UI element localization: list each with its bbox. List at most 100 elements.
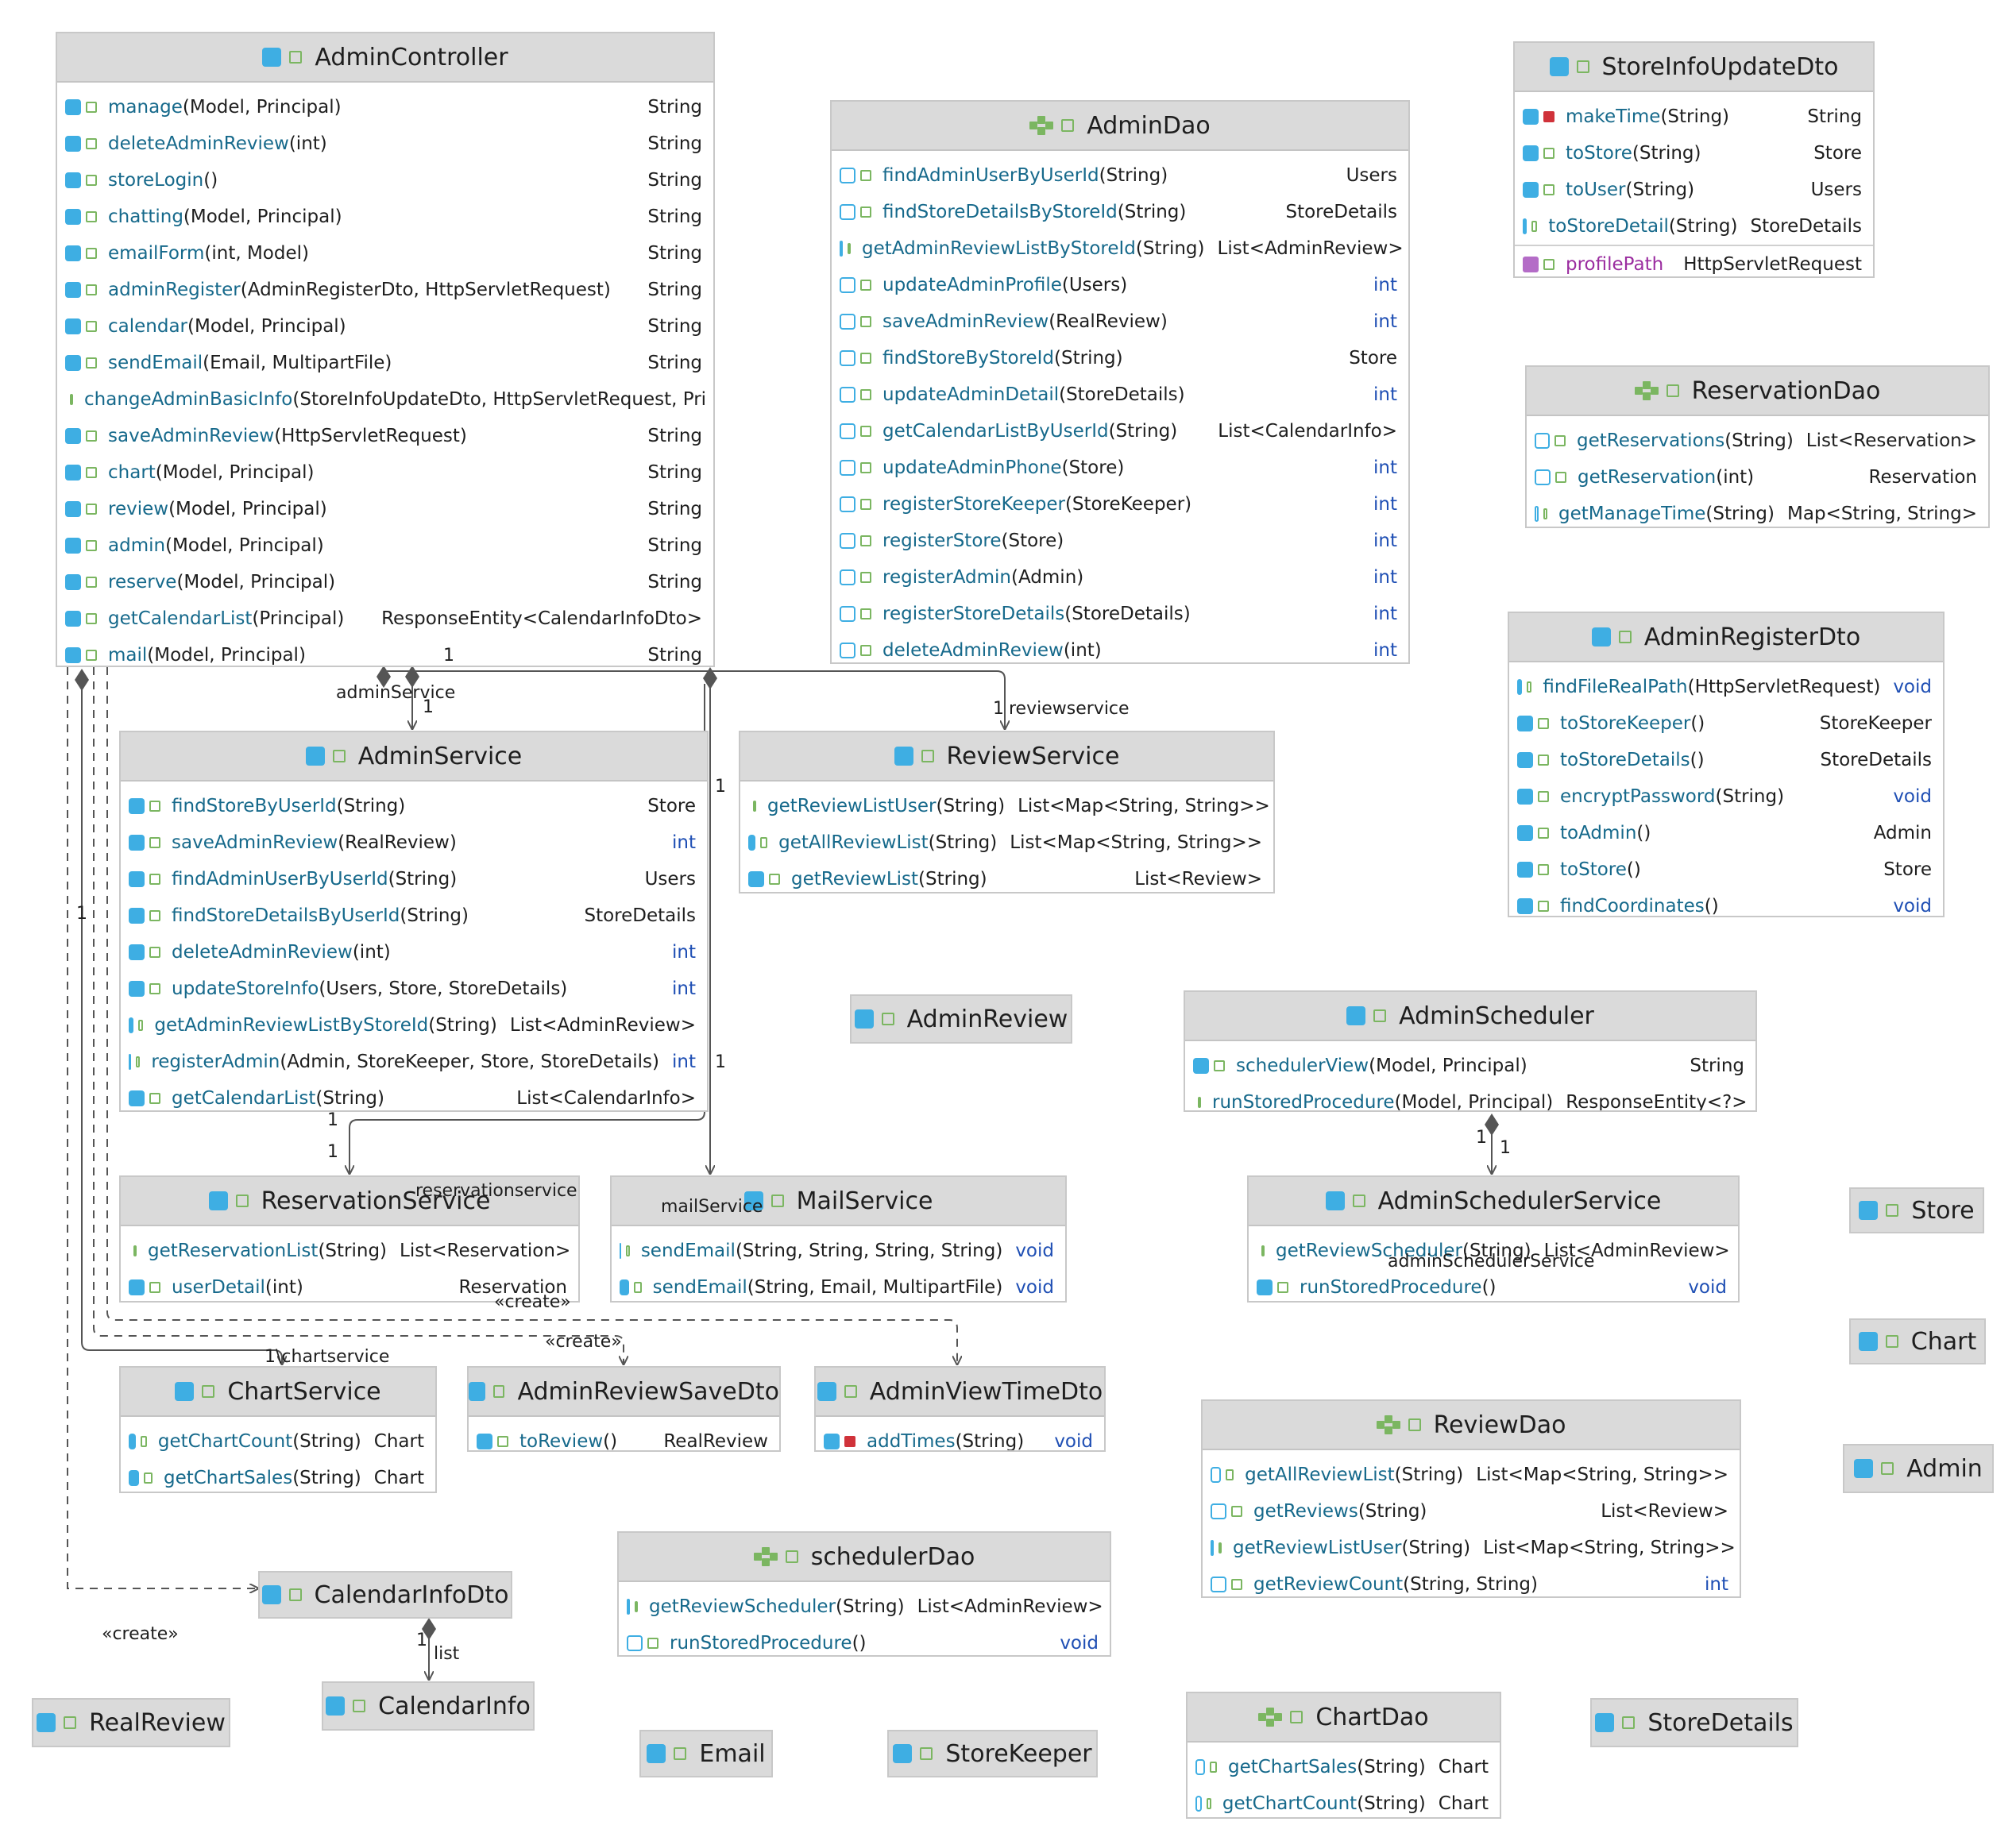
real-review-class-box[interactable]: RealReview xyxy=(32,1698,230,1747)
admin-service-class-box[interactable]: AdminService findStoreByUserId (String)St… xyxy=(119,731,709,1112)
method-row[interactable]: deleteAdminReview(int)int xyxy=(832,632,1408,662)
method-row[interactable]: findAdminUserByUserId (String)Users xyxy=(121,861,707,897)
method-row[interactable]: findStoreDetailsByStoreId (String)StoreD… xyxy=(832,194,1408,230)
class-header[interactable]: AdminReviewSaveDto xyxy=(469,1368,779,1417)
class-header[interactable]: RealReview xyxy=(33,1700,229,1746)
store-keeper-class-box[interactable]: StoreKeeper xyxy=(887,1730,1098,1777)
method-row[interactable]: deleteAdminReview(int)int xyxy=(121,934,707,971)
method-row[interactable]: makeTime(String)String xyxy=(1515,98,1873,135)
scheduler-dao-class-box[interactable]: schedulerDao getReviewScheduler(String)Li… xyxy=(617,1531,1111,1657)
method-row[interactable]: findAdminUserByUserId (String)Users xyxy=(832,157,1408,194)
method-row[interactable]: getManageTime(String)Map<String, String> xyxy=(1527,496,1988,527)
class-header[interactable]: ReservationDao xyxy=(1527,367,1988,416)
method-row[interactable]: getReservation(int)Reservation xyxy=(1527,459,1988,496)
class-header[interactable]: AdminService xyxy=(121,732,707,782)
method-row[interactable]: findStoreDetailsByUserId (String)StoreDe… xyxy=(121,897,707,934)
method-row[interactable]: getReservations(String)List<Reservation> xyxy=(1527,423,1988,459)
method-row[interactable]: toStoreDetail(String)StoreDetails xyxy=(1515,208,1873,245)
method-row[interactable]: updateAdminProfile(Users)int xyxy=(832,267,1408,303)
email-class-box[interactable]: Email xyxy=(639,1730,773,1777)
method-row[interactable]: userDetail(int)Reservation xyxy=(121,1269,578,1301)
admin-review-class-box[interactable]: AdminReview xyxy=(850,994,1072,1044)
method-row[interactable]: getCalendarListByUserId (String)List<Cal… xyxy=(832,413,1408,450)
method-row[interactable]: mail(Model, Principal)String xyxy=(57,637,713,666)
class-header[interactable]: Email xyxy=(641,1731,771,1776)
class-header[interactable]: CalendarInfoDto xyxy=(260,1573,511,1617)
method-row[interactable]: chatting(Model, Principal)String xyxy=(57,199,713,235)
admin-review-save-dto-class-box[interactable]: AdminReviewSaveDto toReview()RealReview xyxy=(467,1366,781,1452)
method-row[interactable]: toStore()Store xyxy=(1509,851,1943,888)
class-header[interactable]: Admin xyxy=(1844,1445,1992,1492)
method-row[interactable]: getReviewListUser(String)List<Map<String… xyxy=(1203,1530,1740,1566)
method-row[interactable]: updateStoreInfo (Users, Store, StoreDeta… xyxy=(121,971,707,1007)
class-header[interactable]: AdminScheduler xyxy=(1185,992,1755,1041)
method-row[interactable]: findFileRealPath(HttpServletRequest)void xyxy=(1509,669,1943,705)
class-header[interactable]: StoreInfoUpdateDto xyxy=(1515,43,1873,92)
method-row[interactable]: getCalendarList(Principal)ResponseEntity… xyxy=(57,600,713,637)
class-header[interactable]: Store xyxy=(1851,1189,1983,1232)
class-header[interactable]: ChartService xyxy=(121,1368,435,1417)
method-row[interactable]: saveAdminReview(RealReview)int xyxy=(121,824,707,861)
method-row[interactable]: deleteAdminReview(int)String xyxy=(57,125,713,162)
method-row[interactable]: encryptPassword(String)void xyxy=(1509,778,1943,815)
method-row[interactable]: sendEmail(String, String, String, String… xyxy=(612,1233,1065,1269)
admin-class-box[interactable]: Admin xyxy=(1843,1444,1994,1493)
method-row[interactable]: toUser(String)Users xyxy=(1515,172,1873,208)
method-row[interactable]: getReviewScheduler(String)List<AdminRevi… xyxy=(619,1588,1110,1625)
method-row[interactable]: getAdminReviewListByStoreId (String)List… xyxy=(121,1007,707,1044)
method-row[interactable]: sendEmail(Email, MultipartFile)String xyxy=(57,345,713,381)
reservation-dao-class-box[interactable]: ReservationDao getReservations(String)Lis… xyxy=(1525,365,1990,528)
method-row[interactable]: getReviews(String)List<Review> xyxy=(1203,1493,1740,1530)
method-row[interactable]: registerAdmin(Admin)int xyxy=(832,559,1408,596)
method-row[interactable]: runStoredProcedure()void xyxy=(619,1625,1110,1655)
method-row[interactable]: getAllReviewList(String)List<Map<String,… xyxy=(1203,1457,1740,1493)
method-row[interactable]: findStoreByStoreId (String)Store xyxy=(832,340,1408,376)
store-class-box[interactable]: Store xyxy=(1849,1187,1984,1233)
method-row[interactable]: runStoredProcedure(Model, Principal)Resp… xyxy=(1185,1084,1755,1110)
class-header[interactable]: ReservationService xyxy=(121,1177,578,1226)
class-header[interactable]: AdminSchedulerService xyxy=(1249,1177,1738,1226)
method-row[interactable]: getAdminReviewListByStoreId (String)List… xyxy=(832,230,1408,267)
calendar-info-dto-class-box[interactable]: CalendarInfoDto xyxy=(258,1571,512,1619)
class-header[interactable]: Chart xyxy=(1851,1320,1984,1363)
method-row[interactable]: updateAdminPhone(Store)int xyxy=(832,450,1408,486)
method-row[interactable]: admin(Model, Principal)String xyxy=(57,527,713,564)
method-row[interactable]: getReviewCount(String, String)int xyxy=(1203,1566,1740,1596)
class-header[interactable]: ReviewService xyxy=(740,732,1273,782)
method-row[interactable]: saveAdminReview(RealReview)int xyxy=(832,303,1408,340)
method-row[interactable]: getReviewScheduler(String)List<AdminRevi… xyxy=(1249,1233,1738,1269)
class-header[interactable]: AdminDao xyxy=(832,102,1408,151)
store-info-update-dto-class-box[interactable]: StoreInfoUpdateDto makeTime(String)String… xyxy=(1513,41,1875,278)
method-row[interactable]: updateAdminDetail(StoreDetails)int xyxy=(832,376,1408,413)
method-row[interactable]: getChartSales(String)Chart xyxy=(1188,1749,1500,1785)
method-row[interactable]: toAdmin()Admin xyxy=(1509,815,1943,851)
method-row[interactable]: toReview()RealReview xyxy=(469,1423,779,1450)
chart-class-box[interactable]: Chart xyxy=(1849,1318,1986,1364)
method-row[interactable]: registerStoreDetails(StoreDetails)int xyxy=(832,596,1408,632)
method-row[interactable]: getAllReviewList(String)List<Map<String,… xyxy=(740,824,1273,861)
store-details-class-box[interactable]: StoreDetails xyxy=(1590,1698,1798,1747)
method-row[interactable]: addTimes(String)void xyxy=(816,1423,1104,1450)
method-row[interactable]: findCoordinates()void xyxy=(1509,888,1943,916)
method-row[interactable]: getChartCount(String)Chart xyxy=(121,1423,435,1460)
method-row[interactable]: runStoredProcedure()void xyxy=(1249,1269,1738,1301)
method-row[interactable]: findStoreByUserId (String)Store xyxy=(121,788,707,824)
class-header[interactable]: ChartDao xyxy=(1188,1693,1500,1743)
method-row[interactable]: manage(Model, Principal)String xyxy=(57,89,713,125)
class-header[interactable]: schedulerDao xyxy=(619,1533,1110,1582)
admin-scheduler-service-class-box[interactable]: AdminSchedulerService getReviewScheduler(… xyxy=(1247,1175,1740,1303)
method-row[interactable]: changeAdminBasicInfo(StoreInfoUpdateDto,… xyxy=(57,381,713,418)
class-header[interactable]: AdminReview xyxy=(852,996,1071,1042)
method-row[interactable]: sendEmail(String, Email, MultipartFile)v… xyxy=(612,1269,1065,1301)
calendar-info-class-box[interactable]: CalendarInfo xyxy=(322,1681,535,1731)
